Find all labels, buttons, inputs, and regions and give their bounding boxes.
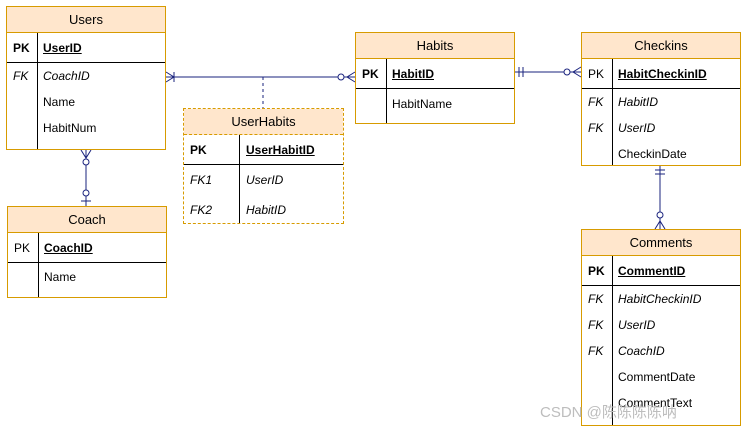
fields-section: HabitName <box>356 89 514 123</box>
pk-section: PK UserHabitID <box>184 135 343 165</box>
entity-comments[interactable]: Comments PK CommentID FK HabitCheckinID F… <box>581 229 741 426</box>
fields-section: FK CoachID Name HabitNum <box>7 63 165 149</box>
pk-field: HabitID <box>392 67 434 81</box>
pk-field: HabitCheckinID <box>618 67 707 81</box>
field-name: UserID <box>618 121 656 135</box>
pk-section: PK HabitCheckinID <box>582 59 740 89</box>
fields-section: Name <box>8 263 166 297</box>
fields-section: FK HabitID FK UserID CheckinDate <box>582 89 740 165</box>
field-name: CommentText <box>618 396 693 410</box>
field-name: CheckinDate <box>618 147 687 161</box>
key-label: FK <box>588 121 604 135</box>
key-label: FK <box>588 318 604 332</box>
crow-foot-checkins <box>572 66 582 78</box>
field-name: HabitID <box>618 95 659 109</box>
field-name: HabitCheckinID <box>618 292 702 306</box>
crow-foot-comments <box>654 220 666 230</box>
watermark: CSDN @陈陈陈陈呐 <box>540 404 677 421</box>
pk-label: PK <box>14 241 31 255</box>
entity-title: UserHabits <box>184 109 343 135</box>
field-name: HabitNum <box>43 121 97 135</box>
pk-section: PK CoachID <box>8 233 166 263</box>
pk-section: PK UserID <box>7 33 165 63</box>
entity-title: Checkins <box>582 33 740 59</box>
key-label: FK <box>588 292 604 306</box>
field-name: Name <box>43 95 76 109</box>
field-name: UserID <box>618 318 656 332</box>
entity-habits[interactable]: Habits PK HabitID HabitName <box>355 32 515 124</box>
entity-title: Users <box>7 7 165 33</box>
pk-field: UserHabitID <box>246 143 315 157</box>
pk-label: PK <box>588 67 605 81</box>
pk-label: PK <box>13 41 30 55</box>
field-name: HabitID <box>246 203 287 217</box>
entity-checkins[interactable]: Checkins PK HabitCheckinID FK HabitID FK U… <box>581 32 741 166</box>
field-name: HabitName <box>392 97 453 111</box>
pk-field: UserID <box>43 41 82 55</box>
key-label: FK2 <box>190 203 213 217</box>
field-name: Name <box>44 270 77 284</box>
field-name: CommentDate <box>618 370 696 384</box>
entity-coach[interactable]: Coach PK CoachID Name <box>7 206 167 298</box>
pk-field: CommentID <box>618 264 686 278</box>
pk-label: PK <box>190 143 207 157</box>
entity-users[interactable]: Users PK UserID FK CoachID Name HabitNum <box>6 6 166 150</box>
pk-label: PK <box>588 264 605 278</box>
key-label: FK1 <box>190 173 213 187</box>
key-label: FK <box>588 95 604 109</box>
field-name: CoachID <box>618 344 665 358</box>
pk-section: PK HabitID <box>356 59 514 89</box>
entity-title: Coach <box>8 207 166 233</box>
fields-section: FK HabitCheckinID FK UserID FK CoachID Comm… <box>582 286 740 425</box>
key-label: FK <box>13 69 29 83</box>
fields-section: FK1 UserID FK2 HabitID <box>184 165 343 223</box>
pk-field: CoachID <box>44 241 93 255</box>
pk-section: PK CommentID <box>582 256 740 286</box>
crow-foot-users-coach <box>80 149 92 159</box>
entity-userhabits[interactable]: UserHabits PK UserHabitID FK1 UserID FK2 H… <box>183 108 344 224</box>
entity-title: Comments <box>582 230 740 256</box>
field-name: CoachID <box>43 69 90 83</box>
entity-title: Habits <box>356 33 514 59</box>
field-name: UserID <box>246 173 284 187</box>
crow-foot-habits <box>346 71 356 83</box>
pk-label: PK <box>362 67 379 81</box>
key-label: FK <box>588 344 604 358</box>
